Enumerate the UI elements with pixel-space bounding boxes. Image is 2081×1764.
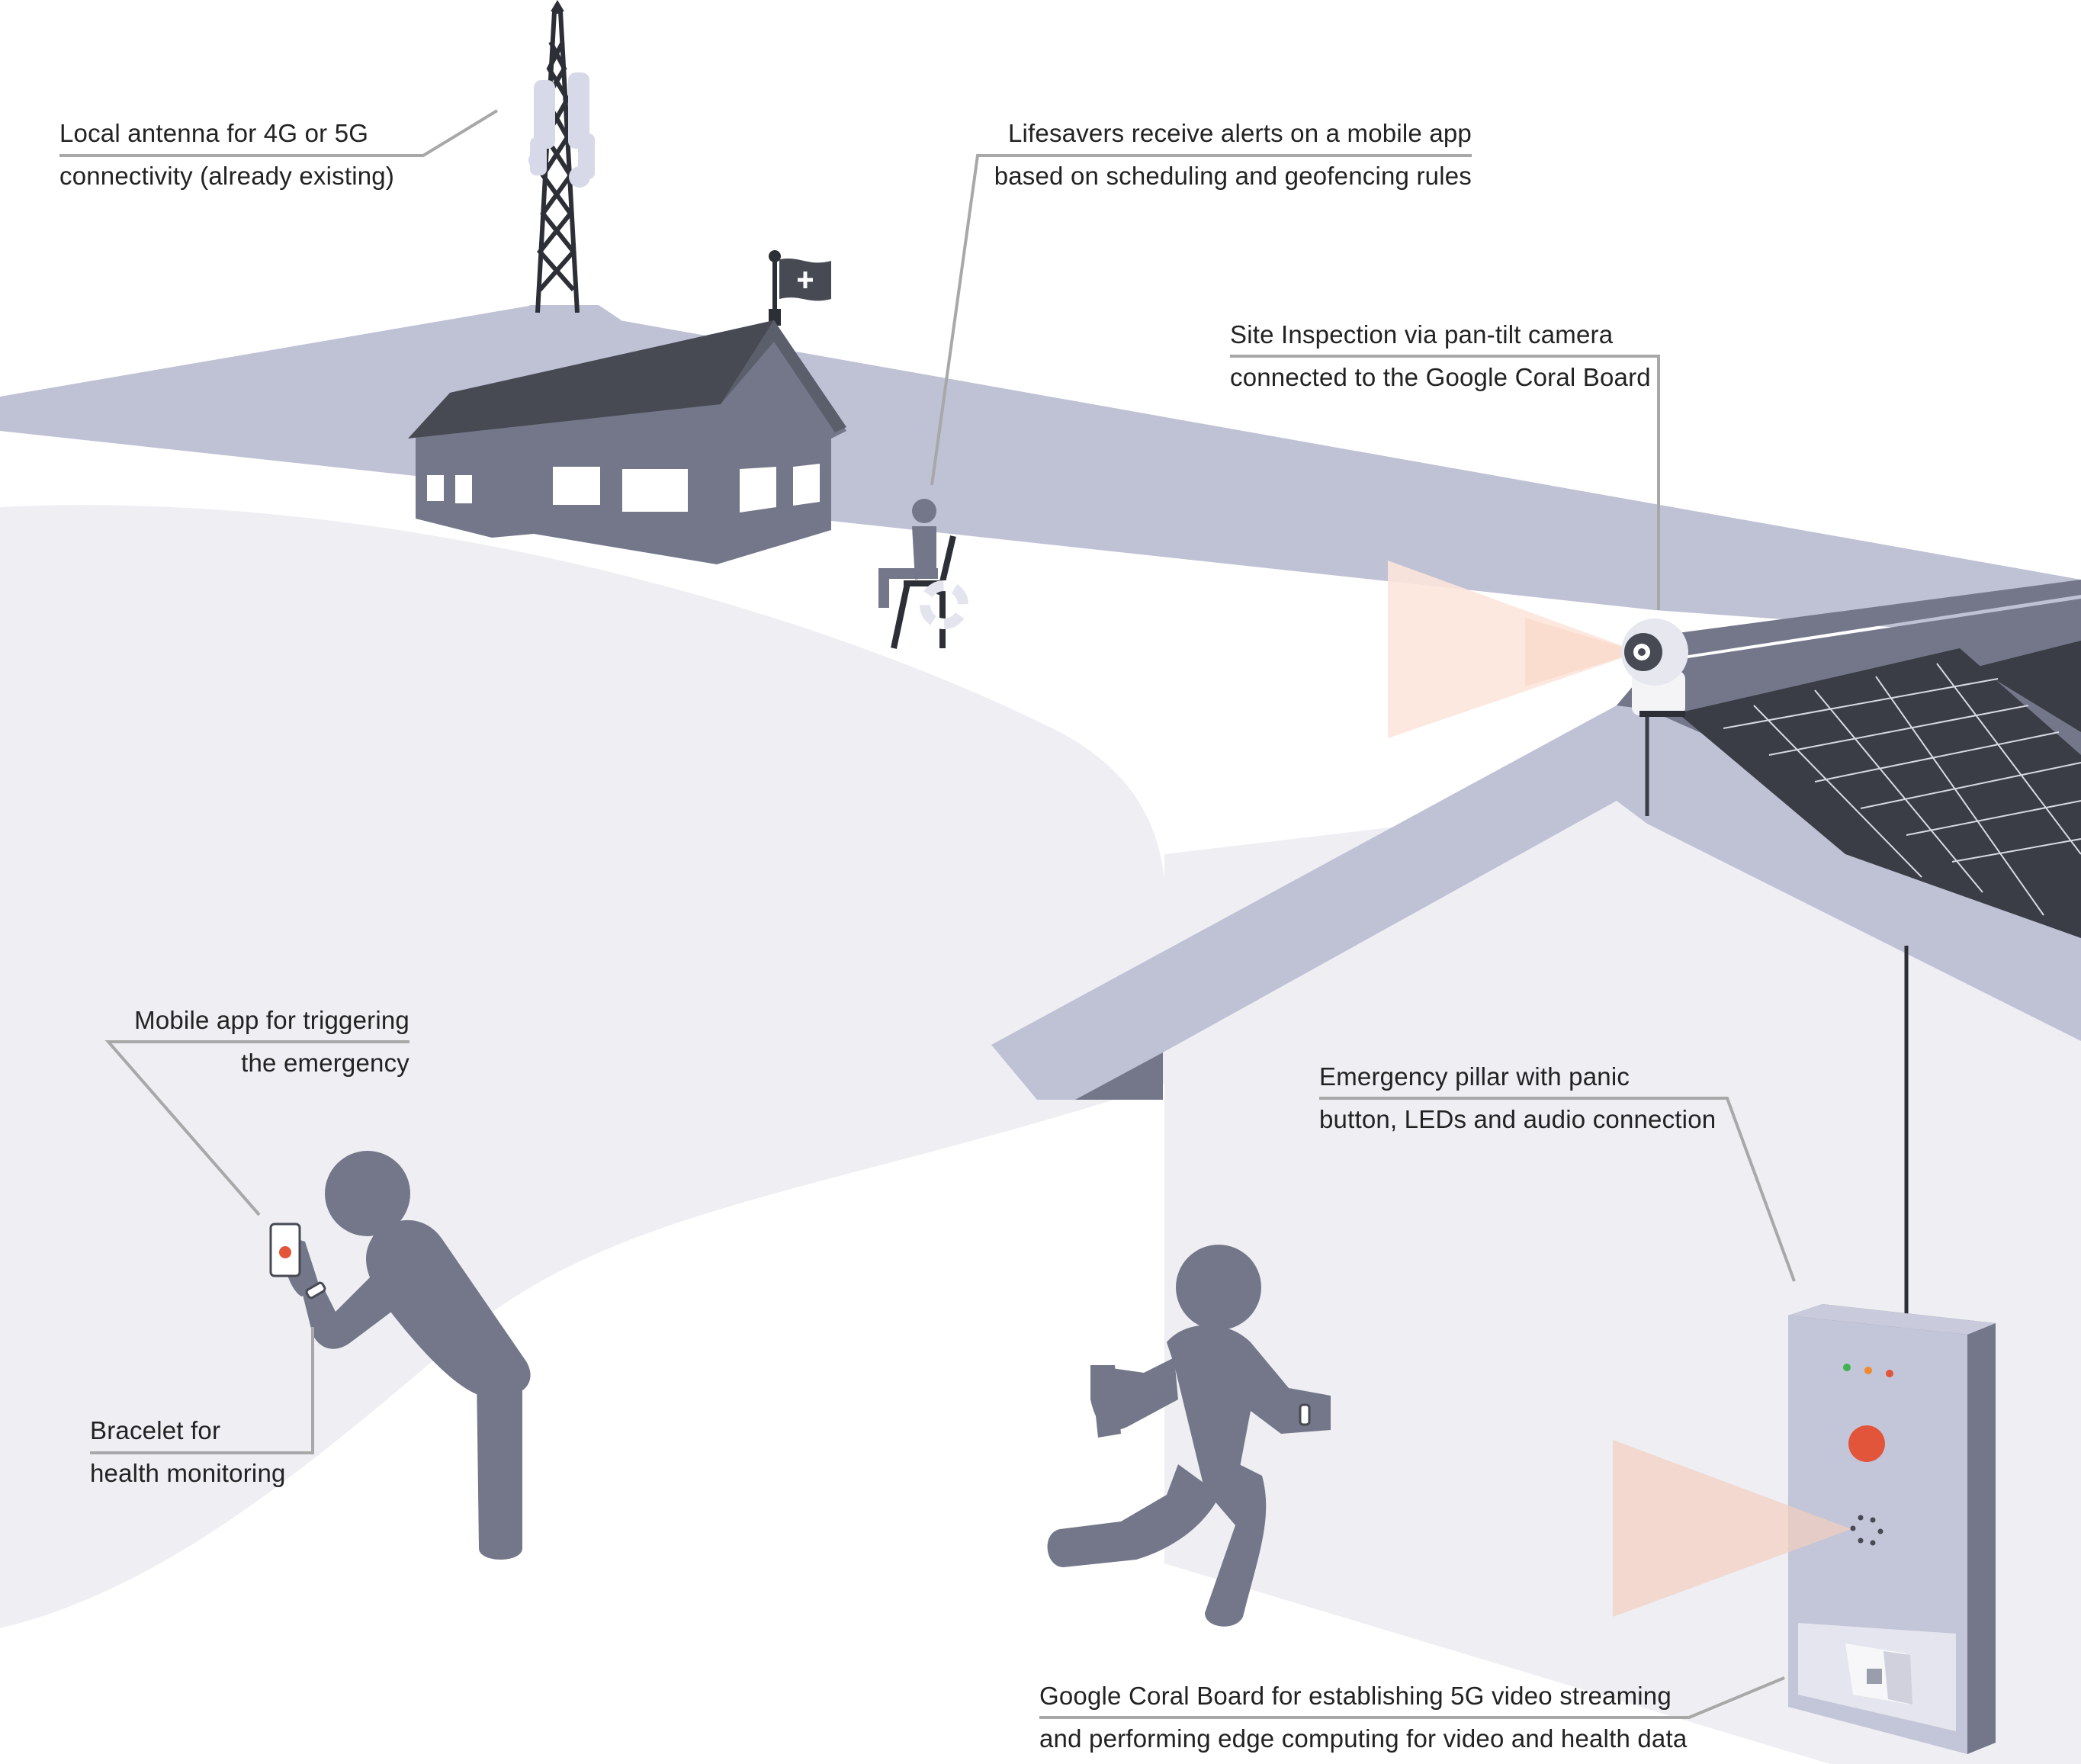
lifeguard-figure [878, 499, 938, 608]
speaker-beam [1613, 1440, 1851, 1617]
solar-grid [1723, 663, 2081, 916]
first-aid-plus-icon [769, 250, 831, 326]
label-coral-board: Google Coral Board for establishing 5G v… [1039, 1682, 1688, 1753]
camera-beam [1388, 561, 1639, 738]
solar-panels-right [1975, 641, 2081, 732]
leader-antenna [59, 109, 499, 157]
label-lifesavers: Lifesavers receive alerts on a mobile ap… [994, 119, 1472, 190]
roof-left-slope [991, 705, 1647, 1100]
leader-bracelet [90, 1327, 314, 1454]
leader-pillar [1319, 1097, 1796, 1282]
pan-tilt-camera-icon [1621, 619, 1688, 717]
coral-board-icon [1798, 1623, 1956, 1731]
label-mobile-app: Mobile app for triggering the emergency [134, 1006, 409, 1077]
lifebuoy-icon [920, 580, 968, 629]
leader-camera [1230, 355, 1660, 610]
camera-beam-core [1525, 618, 1639, 686]
person-with-phone [281, 1151, 531, 1560]
label-camera: Site Inspection via pan-tilt camera conn… [1230, 320, 1651, 391]
bracelet-icon [305, 1281, 326, 1300]
status-leds [1843, 1364, 1893, 1377]
label-pillar: Emergency pillar with panic button, LEDs… [1319, 1062, 1717, 1133]
panic-button-icon [1848, 1425, 1885, 1462]
running-person [1047, 1245, 1331, 1627]
leader-mobile-app [104, 1040, 409, 1216]
speaker-grille-icon [1850, 1515, 1883, 1546]
roof-left-underside [1075, 1052, 1163, 1100]
label-bracelet: Bracelet for health monitoring [90, 1416, 286, 1487]
cell-tower-icon [507, 0, 621, 320]
smartphone-icon [269, 1223, 301, 1277]
roof-right-slope [1617, 705, 2081, 1041]
label-antenna: Local antenna for 4G or 5G connectivity … [59, 119, 395, 190]
roof-edge [1617, 580, 2081, 709]
mountain-hut [408, 320, 846, 564]
leader-lines [59, 109, 1796, 1719]
ground-hill [0, 505, 1167, 1628]
bracelet-icon [1299, 1403, 1311, 1426]
leader-lifesavers [930, 154, 1472, 486]
leader-coral-board [1039, 1676, 1785, 1719]
